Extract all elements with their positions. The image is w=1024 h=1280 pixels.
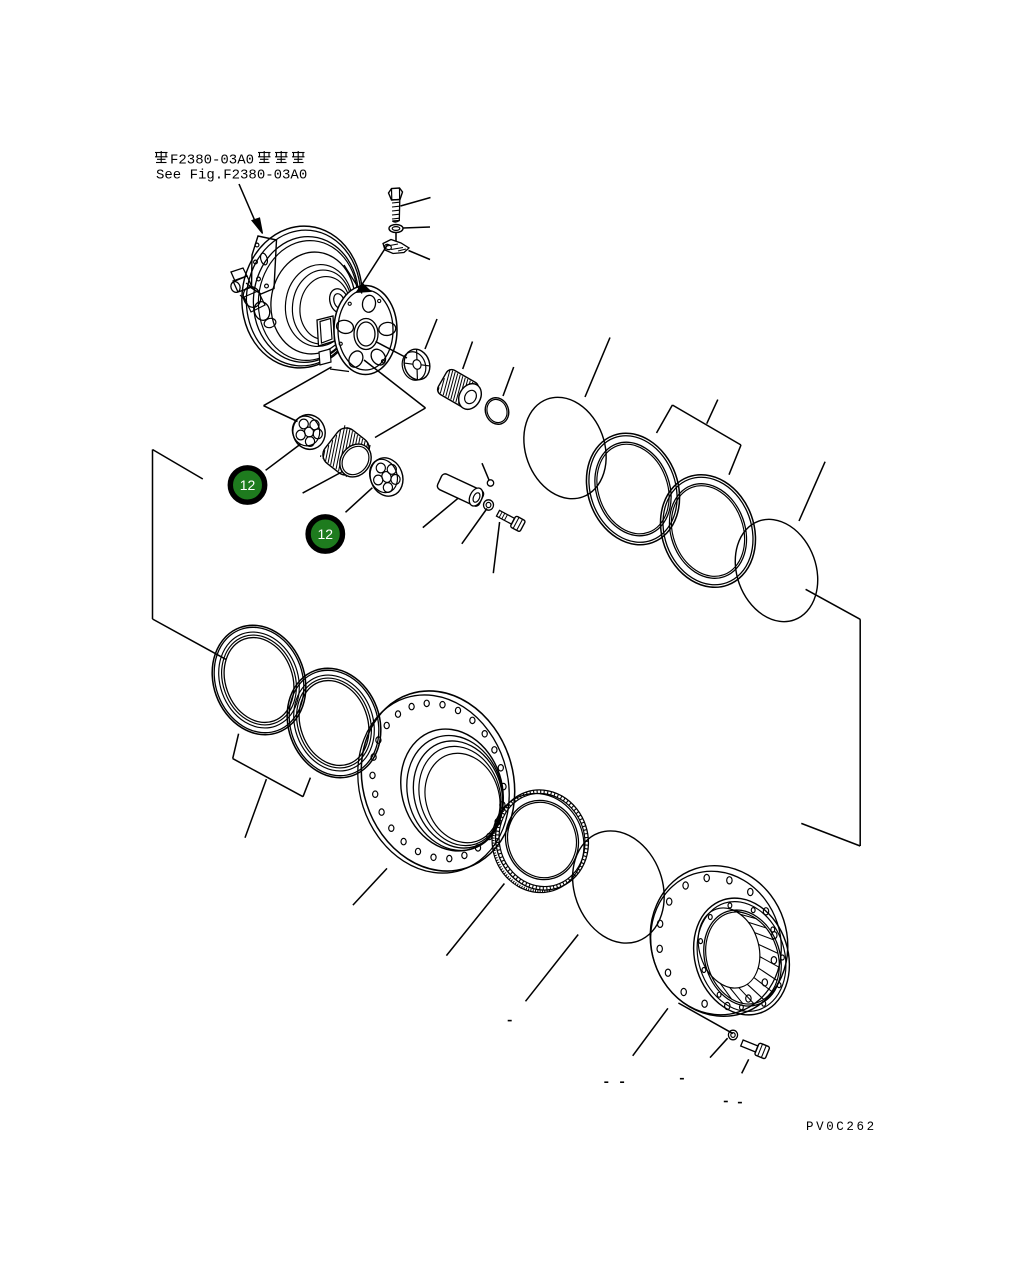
svg-text:See Fig.F2380-03A0: See Fig.F2380-03A0 [156,168,307,184]
svg-text:F2380-03A0: F2380-03A0 [170,153,254,169]
svg-text:12: 12 [318,526,334,542]
svg-text:12: 12 [240,477,256,493]
svg-text:PV0C262: PV0C262 [806,1120,877,1134]
